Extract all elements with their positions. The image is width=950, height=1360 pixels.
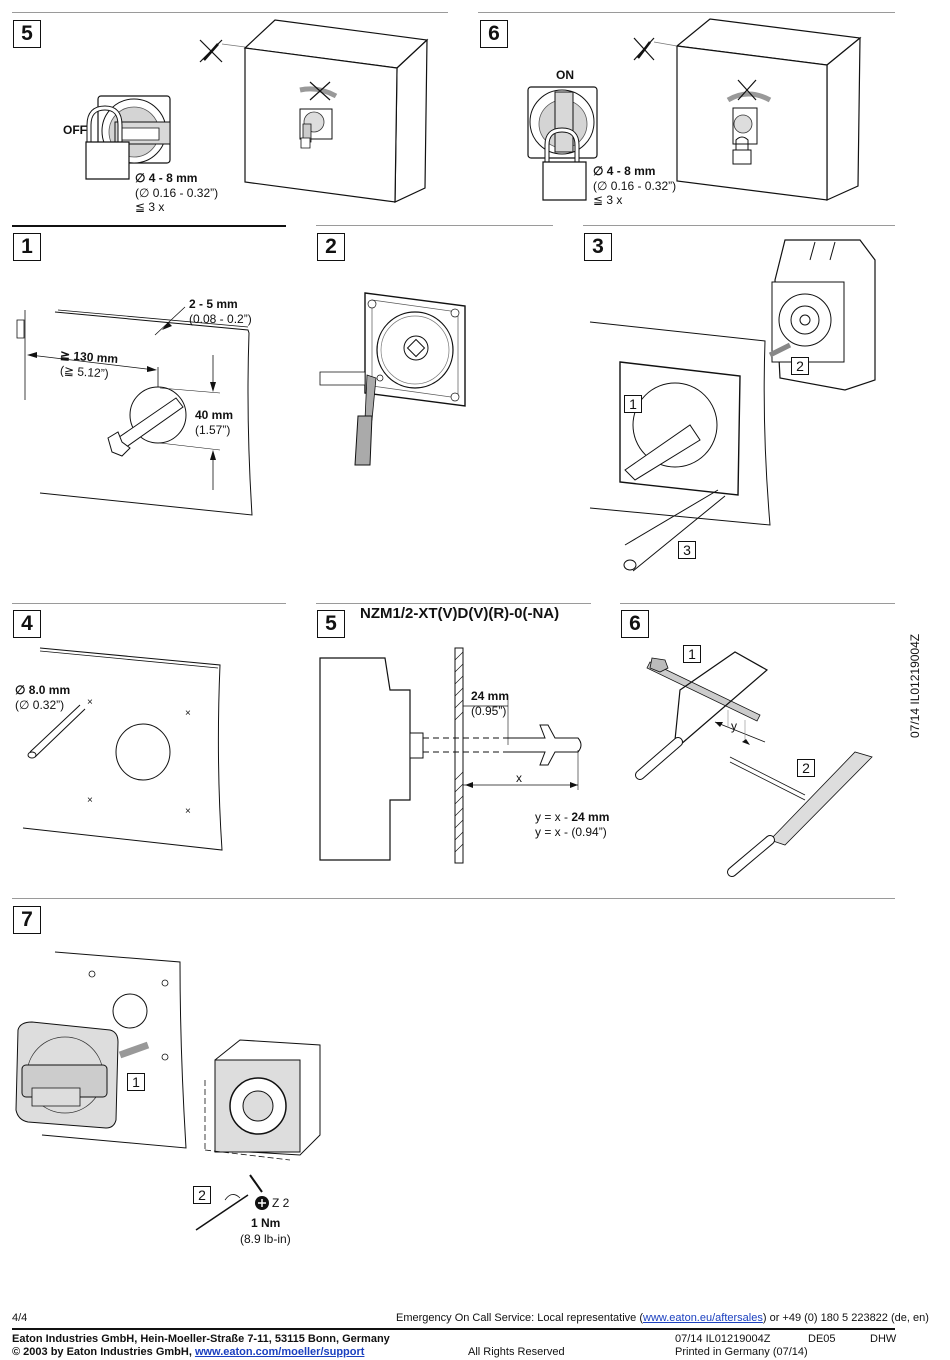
drill-illustration: × × × × [0, 0, 310, 870]
document-code-vertical: 07/14 IL01219004Z [908, 633, 922, 738]
hole-in-label: (1.57”) [195, 423, 231, 437]
callout-2: 2 [791, 357, 809, 375]
diameter-in-label: (∅ 0.16 - 0.32”) [135, 186, 219, 200]
callout-2: 2 [193, 1186, 211, 1204]
formula-mm: y = x - 24 mm [535, 810, 609, 824]
company-address: Eaton Industries GmbH, Hein-Moeller-Stra… [12, 1333, 390, 1345]
rights-notice: All Rights Reserved [468, 1346, 565, 1358]
step-number-box: 5 [13, 20, 41, 48]
bit-size-label: Z 2 [272, 1196, 290, 1210]
svg-text:×: × [185, 708, 191, 719]
callout-1: 1 [683, 645, 701, 663]
section-divider [12, 898, 895, 899]
section-divider [316, 603, 591, 604]
x-dimension-label: x [516, 771, 522, 785]
section-divider [12, 603, 286, 604]
formula-prefix: y = x - [535, 810, 572, 824]
footer-divider [12, 1328, 895, 1330]
y-dimension-label: y [731, 719, 737, 733]
torque-nm-label: 1 Nm [251, 1216, 281, 1230]
drill-mm-label: ∅ 8.0 mm [15, 683, 71, 697]
offset-in-label: (0.95”) [471, 704, 507, 718]
step-number-box: 7 [13, 906, 41, 934]
section-divider [478, 12, 895, 13]
handle-mounting-illustration [0, 0, 350, 1250]
mounting-plate-illustration [0, 0, 600, 530]
callout-2: 2 [797, 759, 815, 777]
lock-off-illustration [0, 0, 475, 215]
language-code: DE05 [808, 1333, 836, 1345]
count-label: ≦ 3 x [593, 193, 623, 207]
step-number-box: 3 [584, 233, 612, 261]
section-divider [620, 603, 895, 604]
count-label: ≦ 3 x [135, 200, 165, 214]
lock-on-illustration [0, 0, 950, 215]
emergency-service: Emergency On Call Service: Local represe… [396, 1312, 929, 1324]
saw-file-illustration [0, 0, 950, 890]
step-number-box: 5 [317, 610, 345, 638]
formula-in: y = x - (0.94”) [535, 825, 607, 839]
callout-1: 1 [127, 1073, 145, 1091]
printed-notice: Printed in Germany (07/14) [675, 1346, 808, 1358]
aftersales-link[interactable]: www.eaton.eu/aftersales [643, 1312, 763, 1324]
author-code: DHW [870, 1333, 897, 1345]
section-divider [583, 225, 895, 226]
callout-3: 3 [678, 541, 696, 559]
torque-lbin-label: (8.9 lb-in) [240, 1232, 291, 1246]
emergency-prefix: Emergency On Call Service: Local represe… [396, 1312, 643, 1324]
thickness-in-label: (0.08 - 0.2”) [189, 312, 252, 326]
assembly-illustration [0, 0, 950, 580]
support-link[interactable]: www.eaton.com/moeller/support [194, 1346, 365, 1358]
step-number-box: 6 [621, 610, 649, 638]
document-code: 07/14 IL01219004Z [675, 1333, 771, 1345]
formula-mm-value: 24 mm [571, 810, 610, 824]
svg-text:×: × [87, 697, 93, 708]
state-label: OFF [63, 123, 87, 137]
drill-in-label: (∅ 0.32”) [15, 698, 65, 712]
model-title: NZM1/2-XT(V)D(V)(R)-0(-NA) [360, 605, 560, 622]
section-divider [12, 12, 448, 13]
section-divider [12, 225, 286, 227]
callout-1: 1 [624, 395, 642, 413]
emergency-suffix: ) or +49 (0) 180 5 223822 (de, en) [762, 1312, 929, 1324]
panel-cutout-illustration [0, 0, 300, 530]
step-number-box: 4 [13, 610, 41, 638]
step-number-box: 1 [13, 233, 41, 261]
hole-mm-label: 40 mm [195, 408, 234, 422]
diameter-mm-label: ∅ 4 - 8 mm [593, 164, 656, 178]
diameter-in-label: (∅ 0.16 - 0.32”) [593, 179, 677, 193]
step-number-box: 2 [317, 233, 345, 261]
svg-text:×: × [185, 806, 191, 817]
copyright-prefix: © 2003 by Eaton Industries GmbH, [12, 1346, 195, 1358]
svg-text:×: × [87, 795, 93, 806]
offset-mm-label: 24 mm [471, 689, 510, 703]
shaft-length-diagram [0, 0, 620, 870]
section-divider [316, 225, 553, 226]
thickness-mm-label: 2 - 5 mm [189, 297, 238, 311]
page-number: 4/4 [12, 1312, 28, 1324]
copyright: © 2003 by Eaton Industries GmbH, www.eat… [12, 1346, 364, 1358]
state-label: ON [556, 68, 574, 82]
step-number-box: 6 [480, 20, 508, 48]
diameter-mm-label: ∅ 4 - 8 mm [135, 171, 198, 185]
